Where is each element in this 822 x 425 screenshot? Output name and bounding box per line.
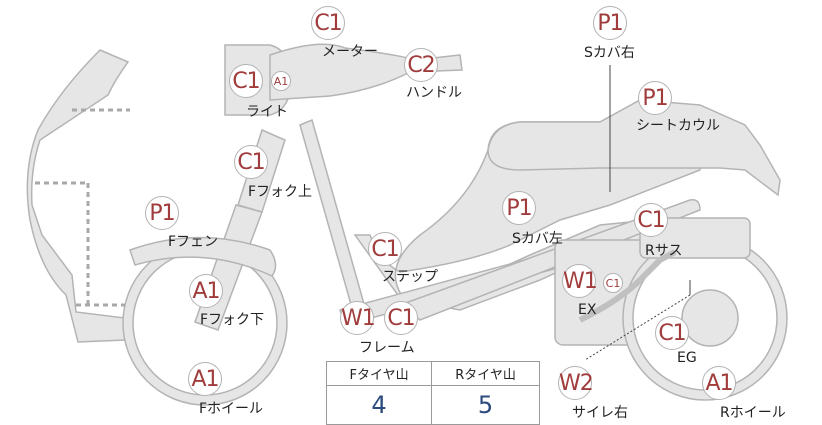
part-label-side-cover-right: Sカバ右 xyxy=(584,45,635,61)
front-cowl-shape xyxy=(26,49,130,343)
part-label-handle: ハンドル xyxy=(406,85,462,101)
grade-badge-frame: W1 xyxy=(340,301,376,335)
grade-badge-side-cover-right: P1 xyxy=(593,6,627,40)
front-fender-shape xyxy=(129,236,277,277)
part-label-frame: フレーム xyxy=(359,340,415,356)
grade-badge-light-minor: A1 xyxy=(271,71,291,91)
front-tread-value: 4 xyxy=(325,385,433,425)
grade-badge-rear-wheel: A1 xyxy=(702,366,736,400)
exhaust-pipe-shape xyxy=(578,249,677,323)
frame-lower-shape xyxy=(398,198,701,321)
part-label-light: ライト xyxy=(246,104,288,120)
grade-badge-fork-upper: C1 xyxy=(234,145,268,179)
grade-badge-muffler-right: W2 xyxy=(558,366,594,400)
grade-badge-meter: C1 xyxy=(311,6,345,40)
grade-badge-fork-lower: A1 xyxy=(189,274,223,308)
part-label-engine: EG xyxy=(677,350,697,366)
part-label-meter: メーター xyxy=(322,44,378,60)
grade-badge-side-cover-left: P1 xyxy=(502,191,536,225)
grade-badge-handle: C2 xyxy=(404,48,438,82)
grade-badge-light: C1 xyxy=(229,64,263,98)
meter-shape xyxy=(269,43,463,101)
part-label-fork-upper: Fフォク上 xyxy=(248,184,313,200)
grade-badge-exhaust-minor: C1 xyxy=(603,273,623,293)
part-label-side-cover-left: Sカバ左 xyxy=(512,231,563,247)
rear-suspension-shape xyxy=(639,217,751,259)
rear-tread-header: Rタイヤ山 xyxy=(431,361,540,386)
part-label-front-wheel: Fホイール xyxy=(199,401,264,417)
frame-tube-shape xyxy=(299,118,369,323)
part-label-rear-suspension: Rサス xyxy=(645,243,683,259)
grade-badge-frame-2: C1 xyxy=(384,301,418,335)
part-label-rear-wheel: Rホイール xyxy=(720,405,786,421)
grade-badge-front-wheel: A1 xyxy=(188,362,222,396)
tire-tread-table: Fタイヤ山 Rタイヤ山 4 5 xyxy=(325,361,540,425)
part-label-seat-cowl: シートカウル xyxy=(636,118,720,134)
grade-badge-exhaust: W1 xyxy=(562,264,598,298)
part-label-step: ステップ xyxy=(382,269,438,285)
grade-badge-seat-cowl: P1 xyxy=(638,81,672,115)
rear-tread-value: 5 xyxy=(431,385,540,425)
grade-badge-rear-suspension: C1 xyxy=(634,203,668,237)
seat-shape xyxy=(487,99,781,197)
part-label-exhaust: EX xyxy=(578,302,597,318)
part-label-muffler-right: サイレ右 xyxy=(572,405,628,421)
part-label-front-fender: Fフェン xyxy=(168,234,219,250)
grade-badge-step: C1 xyxy=(368,232,402,266)
grade-badge-engine: C1 xyxy=(655,316,689,350)
grade-badge-front-fender: P1 xyxy=(145,196,179,230)
front-tread-header: Fタイヤ山 xyxy=(325,361,433,386)
part-label-fork-lower: Fフォク下 xyxy=(200,312,265,328)
